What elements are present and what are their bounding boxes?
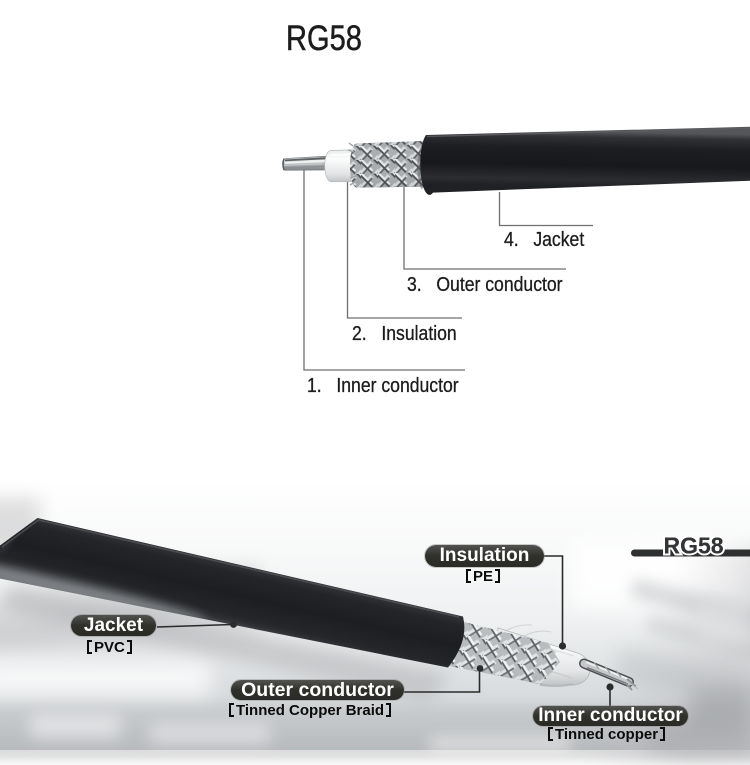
svg-text:RG58: RG58 (664, 533, 724, 559)
svg-text:RG58: RG58 (664, 533, 724, 559)
